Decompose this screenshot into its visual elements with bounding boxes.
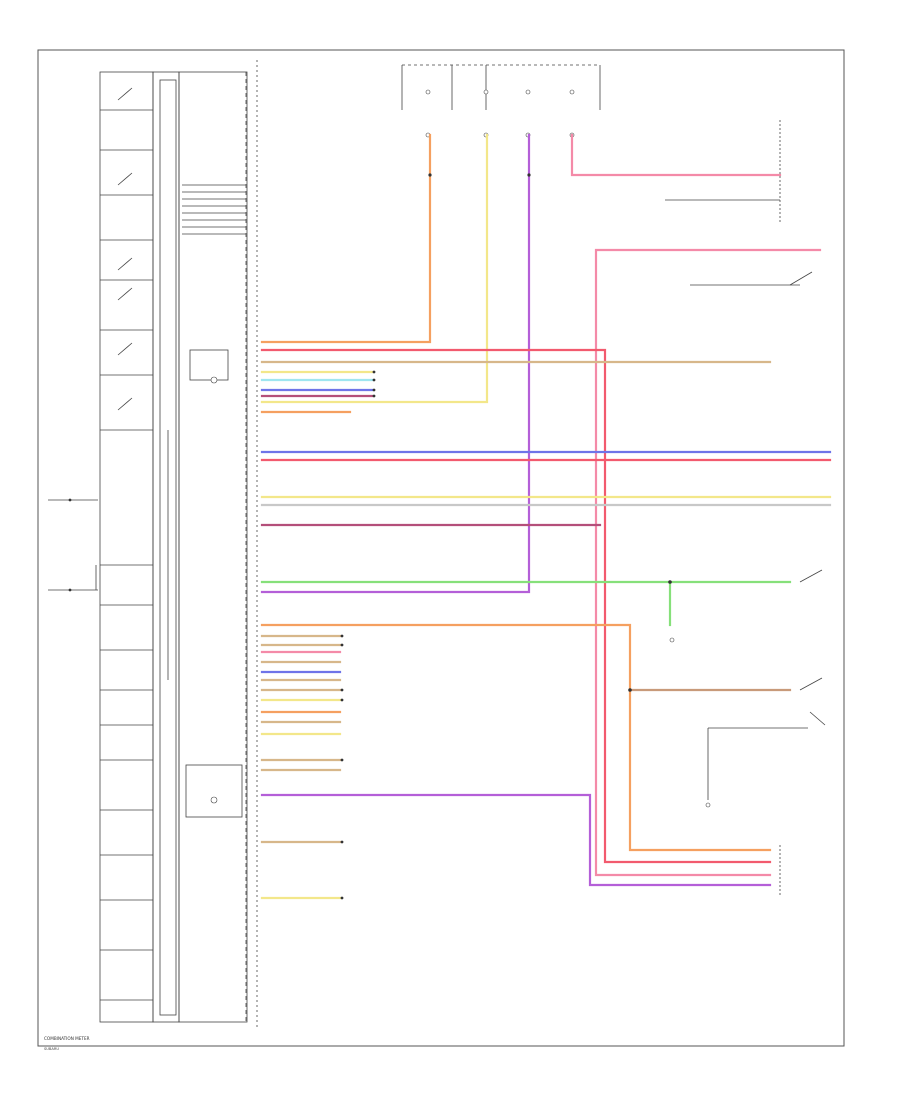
switch-icon: [809, 711, 826, 726]
connector-icon: [372, 388, 376, 392]
wire-violet-vertical: [260, 133, 531, 594]
connector-icon: [340, 758, 344, 762]
wire-orange-vertical: [260, 133, 432, 344]
connector-icon: [340, 896, 344, 900]
component-label: COMBINATION METER: [44, 1036, 90, 1041]
wire-yellow-vertical: [260, 133, 489, 404]
splice-dot-icon: [428, 173, 432, 177]
connector-icon: [372, 370, 376, 374]
wire-harness: [260, 133, 832, 900]
right-components: [665, 120, 826, 895]
top-fuse-feeds: [401, 64, 601, 138]
wire-red-right: [260, 348, 772, 864]
combination-meter-panel: [48, 60, 258, 1030]
switch-icon: [789, 271, 813, 286]
lamp-icon: [210, 376, 218, 384]
meter-connector-pins: [182, 184, 246, 818]
splice-dot-icon: [527, 173, 531, 177]
connector-icon: [340, 840, 344, 844]
indicator-cells: [100, 87, 153, 1001]
wire-orange-drop: [260, 623, 772, 852]
switch-icon: [117, 172, 133, 186]
switch-icon: [799, 569, 823, 583]
lamp-icon: [210, 796, 218, 804]
connector-icon: [340, 688, 344, 692]
switch-icon: [117, 287, 133, 301]
splice-dot-icon: [668, 580, 672, 584]
wire-pink-right-loop: [594, 248, 822, 877]
switch-icon: [799, 677, 823, 691]
switch-icon: [117, 257, 133, 271]
left-ground-references: [48, 498, 98, 592]
splice-dot-icon: [628, 688, 632, 692]
connector-icon: [340, 643, 344, 647]
diagram-code: SUBARU: [44, 1047, 59, 1051]
connector-icon: [372, 378, 376, 382]
connector-icon: [340, 698, 344, 702]
connector-icon: [340, 634, 344, 638]
diagram-border: [37, 49, 845, 1047]
wire-pink-vertical: [570, 133, 782, 177]
switch-icon: [117, 397, 133, 411]
switch-icon: [117, 87, 133, 101]
switch-icon: [117, 342, 133, 356]
splice-dots: [340, 173, 672, 900]
wire-violet-low-long: [260, 793, 772, 887]
connector-icon: [372, 394, 376, 398]
